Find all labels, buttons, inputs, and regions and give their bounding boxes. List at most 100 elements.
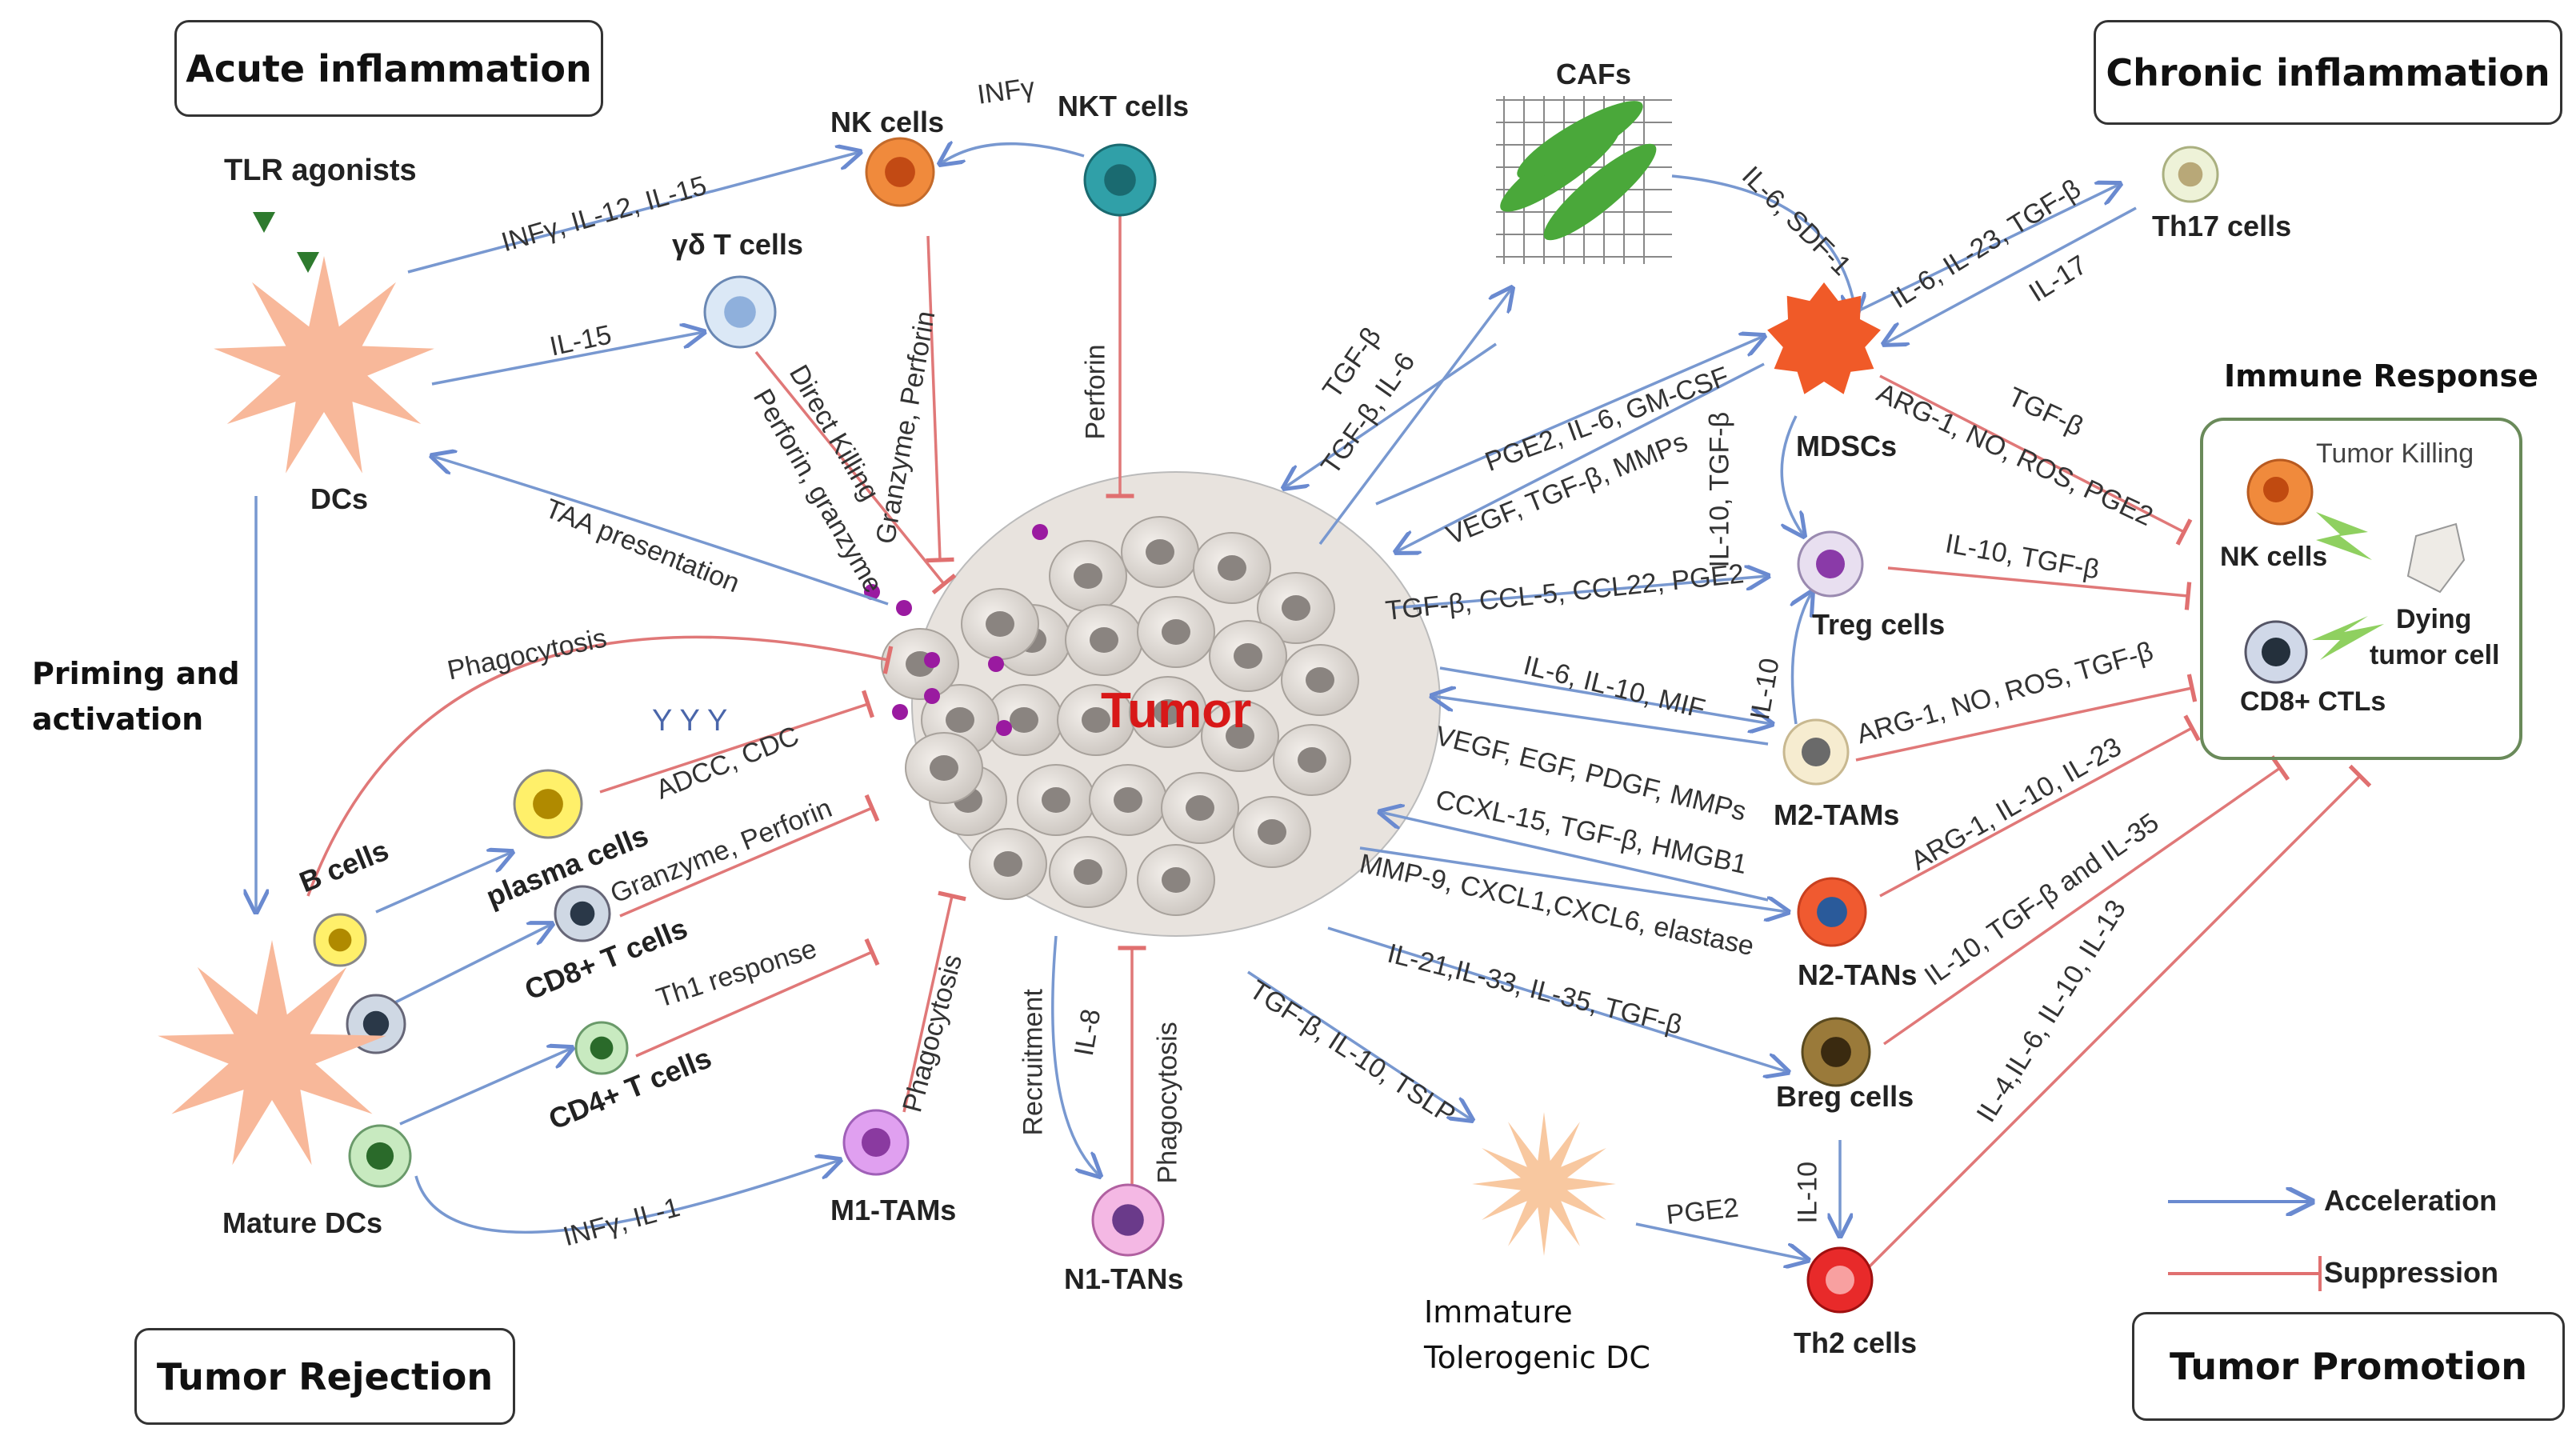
label-il10-breg: IL-10 — [1792, 1162, 1823, 1224]
arrow-cafs-mdsc — [1671, 174, 1856, 316]
cells-layer — [158, 96, 2219, 1314]
mature-dc-star — [158, 940, 386, 1166]
arrow-m2-tumor — [1432, 696, 1769, 746]
breg-cells-label: Breg cells — [1776, 1080, 1914, 1113]
legend-acceleration: Acceleration — [2324, 1184, 2498, 1217]
sup-gd-tumor — [754, 350, 957, 595]
immune-response-box — [2200, 418, 2522, 760]
arrow-mature-cd4 — [399, 1048, 572, 1126]
arrow-tumor-mdsc — [1375, 336, 1764, 506]
sup-th2-ir — [1866, 764, 2372, 1270]
sup-mdsc-ir — [1879, 374, 2193, 546]
cd4-cell-mature — [348, 1124, 412, 1188]
nk-cells-label: NK cells — [830, 106, 945, 138]
cafs-grid — [1496, 96, 1672, 264]
b-cell — [313, 913, 367, 967]
arrows-layer — [256, 144, 2372, 1270]
tumor-mass — [864, 471, 1441, 937]
arrow-b-plasma — [375, 852, 512, 914]
arrow-recruit-n1 — [1051, 935, 1100, 1176]
sup-m1-tumor — [902, 890, 966, 1113]
dc-star — [214, 256, 434, 474]
cd8-t-cell — [554, 885, 611, 942]
th2-cells-label: Th2 cells — [1794, 1326, 1918, 1359]
antigen-dot — [896, 600, 912, 616]
m2-tam — [1782, 718, 1850, 786]
sup-phago-tumor — [306, 635, 894, 897]
m1-tam — [842, 1109, 910, 1176]
antigen-dot — [924, 688, 940, 704]
antigen-dot — [996, 720, 1012, 736]
n1-tan — [1091, 1183, 1165, 1257]
dcs-label: DCs — [310, 482, 369, 515]
label-gamma: Y Y Y — [652, 704, 728, 738]
antigen-dot — [988, 656, 1004, 672]
sup-treg-ir — [1887, 566, 2192, 610]
n2-tans-label: N2-TANs — [1798, 958, 1918, 991]
arrow-dc-nk — [407, 152, 860, 274]
th2-cell — [1806, 1246, 1874, 1314]
gd-t-cell — [703, 275, 777, 349]
arrow-cafs-tumor — [1284, 342, 1497, 488]
tlr-agonists-label: TLR agonists — [224, 154, 417, 187]
arrow-tumor-breg — [1327, 926, 1788, 1072]
cd4-t-cell — [574, 1021, 629, 1075]
arrow-dc-gd — [431, 332, 704, 386]
arrow-th17-mdsc — [1884, 206, 2137, 344]
tumor-rejection-box: Tumor Rejection — [134, 1328, 515, 1425]
arrow-nkt-nk — [940, 144, 1085, 164]
th17-cells-label: Th17 cells — [2152, 210, 2292, 242]
treg-cells-label: Treg cells — [1812, 608, 1946, 641]
gd-t-cells-label: γδ T cells — [672, 228, 803, 261]
label-phago-n1: Phagocytosis — [1152, 1022, 1183, 1184]
plasma-cell — [513, 769, 583, 839]
immune-response-title: Immune Response — [2224, 358, 2538, 394]
arrow-tumor-treg — [1391, 576, 1768, 610]
ir-cd8-label: CD8+ CTLs — [2240, 686, 2386, 717]
immature-dc-star — [1472, 1112, 1616, 1256]
sup-m2-ir — [1855, 674, 2198, 762]
th17-cell — [2162, 146, 2219, 203]
m2-tams-label: M2-TAMs — [1774, 798, 1900, 831]
arrow-mdsc-tumor — [1396, 362, 1765, 552]
cd8-cell-mature — [346, 994, 406, 1054]
chronic-inflammation-box: Chronic inflammation — [2094, 20, 2562, 125]
sup-cd4-tumor — [635, 938, 880, 1058]
legend-graphics — [2168, 1202, 2322, 1291]
n1-tans-label: N1-TANs — [1064, 1262, 1184, 1295]
n2-tan — [1797, 877, 1867, 947]
antigen-dot — [1032, 524, 1048, 540]
arrow-n2-tumor — [1380, 812, 1769, 902]
priming-label-2: activation — [32, 702, 204, 737]
label-recruitment: Recruitment — [1018, 989, 1049, 1136]
arrow-tumor-cafs — [1318, 288, 1512, 546]
sup-nk-tumor — [926, 235, 954, 563]
treg-cell — [1797, 530, 1864, 598]
label-il10-tgfb-v: IL-10, TGF-β — [1704, 411, 1735, 568]
sup-n2-ir — [1879, 714, 2201, 898]
arrow-mature-m1 — [414, 1160, 840, 1234]
label-perforin-nkt: Perforin — [1080, 344, 1111, 440]
tumor-promotion-box: Tumor Promotion — [2132, 1312, 2565, 1421]
immature-dc-label-1: Immature — [1424, 1294, 1573, 1330]
immature-dc-label-2: Tolerogenic DC — [1424, 1340, 1650, 1375]
arrow-idc-th2 — [1635, 1222, 1808, 1260]
legend-suppression: Suppression — [2324, 1256, 2499, 1289]
tumor-label: Tumor — [1101, 683, 1252, 738]
nkt-cells-label: NKT cells — [1058, 90, 1190, 122]
dying-tumor-label: tumor cell — [2370, 640, 2500, 670]
tumor-killing-label: Tumor Killing — [2316, 438, 2474, 469]
arrow-tumor-idc — [1247, 970, 1472, 1120]
sup-plasma-tumor — [599, 690, 874, 794]
cafs-label: CAFs — [1556, 58, 1632, 90]
mdsc-star — [1767, 282, 1881, 394]
arrow-m2-treg — [1793, 592, 1813, 725]
antigen-dot — [892, 704, 908, 720]
nkt-cell — [1083, 143, 1157, 217]
ir-nk-label: NK cells — [2220, 542, 2328, 572]
breg-cell — [1801, 1017, 1871, 1087]
sup-breg-ir — [1882, 755, 2290, 1046]
mdscs-label: MDSCs — [1796, 430, 1898, 462]
tlr-agonist-triangle — [253, 212, 275, 233]
